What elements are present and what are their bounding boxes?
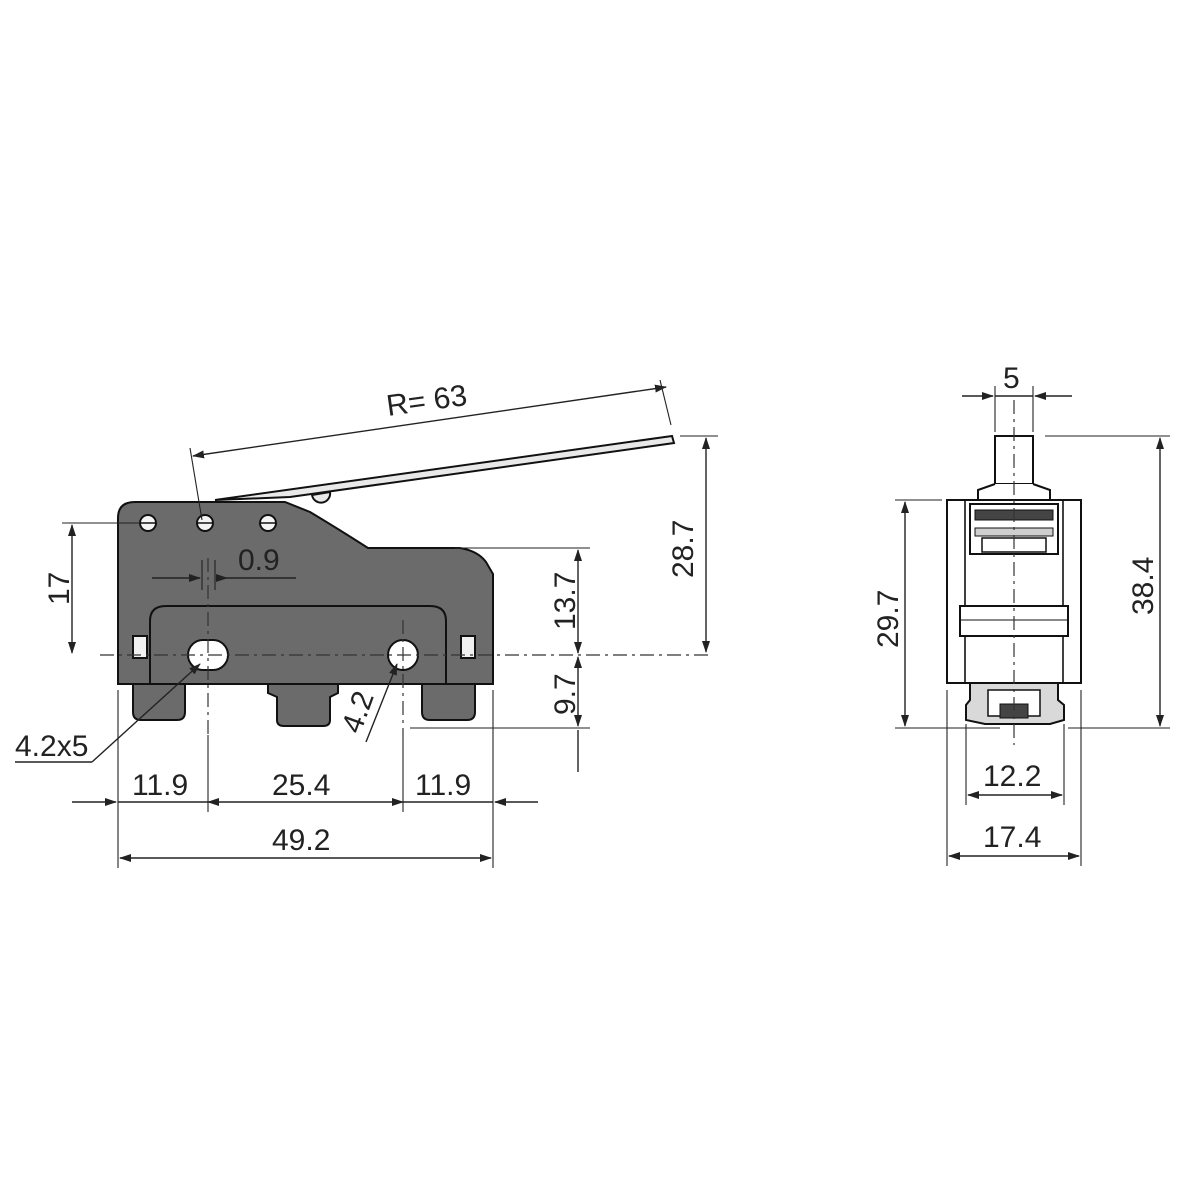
lever-height-label: 28.7 bbox=[667, 520, 700, 578]
dim-overall-width: 49.2 bbox=[119, 824, 492, 862]
hole-label: 4.2 bbox=[336, 687, 381, 737]
side-view: 5 29.7 38.4 12.2 17.4 bbox=[872, 362, 1170, 866]
dim-side-height-29-7: 29.7 bbox=[872, 499, 1000, 729]
side-height-38-4-label: 38.4 bbox=[1127, 557, 1160, 615]
lever-roller bbox=[310, 490, 332, 504]
dim-height-13-7: 13.7 bbox=[455, 547, 590, 654]
right-11-9-label: 11.9 bbox=[415, 769, 471, 802]
lever-arm bbox=[214, 434, 676, 501]
spacing-25-4-label: 25.4 bbox=[272, 769, 330, 802]
left-snap-slot bbox=[132, 635, 148, 659]
body-recess bbox=[149, 605, 447, 684]
terminal-right bbox=[421, 683, 476, 721]
left-11-9-label: 11.9 bbox=[132, 769, 188, 802]
side-height-29-7-label: 29.7 bbox=[872, 590, 905, 648]
dim-height-17: 17 bbox=[43, 522, 140, 654]
height-9-7-label: 9.7 bbox=[549, 673, 582, 715]
side-width-label: 17.4 bbox=[983, 821, 1041, 854]
overall-width-label: 49.2 bbox=[272, 824, 330, 857]
dim-slot: 4.2x5 bbox=[15, 663, 201, 763]
dim-side-width: 17.4 bbox=[946, 690, 1082, 866]
dim-side-height-38-4: 38.4 bbox=[1045, 435, 1170, 729]
front-view: R= 63 28.7 17 0.9 13.7 bbox=[15, 379, 718, 868]
offset-label: 0.9 bbox=[238, 544, 280, 577]
plunger-width-label: 5 bbox=[1003, 362, 1020, 395]
dim-terminal-width: 12.2 bbox=[965, 724, 1065, 805]
slot-label: 4.2x5 bbox=[15, 730, 88, 763]
dim-offset: 0.9 bbox=[152, 544, 296, 590]
dim-lever-height: 28.7 bbox=[667, 435, 718, 653]
right-snap-slot bbox=[460, 635, 476, 659]
dim-chain: 11.9 25.4 11.9 bbox=[72, 690, 538, 868]
pivot-holes bbox=[139, 514, 277, 532]
height-17-label: 17 bbox=[43, 572, 76, 605]
dim-height-9-7: 9.7 bbox=[410, 656, 590, 772]
radius-label: R= 63 bbox=[384, 379, 469, 423]
dim-plunger-width: 5 bbox=[962, 362, 1072, 432]
terminal-middle bbox=[267, 683, 339, 727]
terminal-width-label: 12.2 bbox=[983, 760, 1041, 793]
height-13-7-label: 13.7 bbox=[549, 572, 582, 630]
switch-body bbox=[117, 501, 494, 685]
